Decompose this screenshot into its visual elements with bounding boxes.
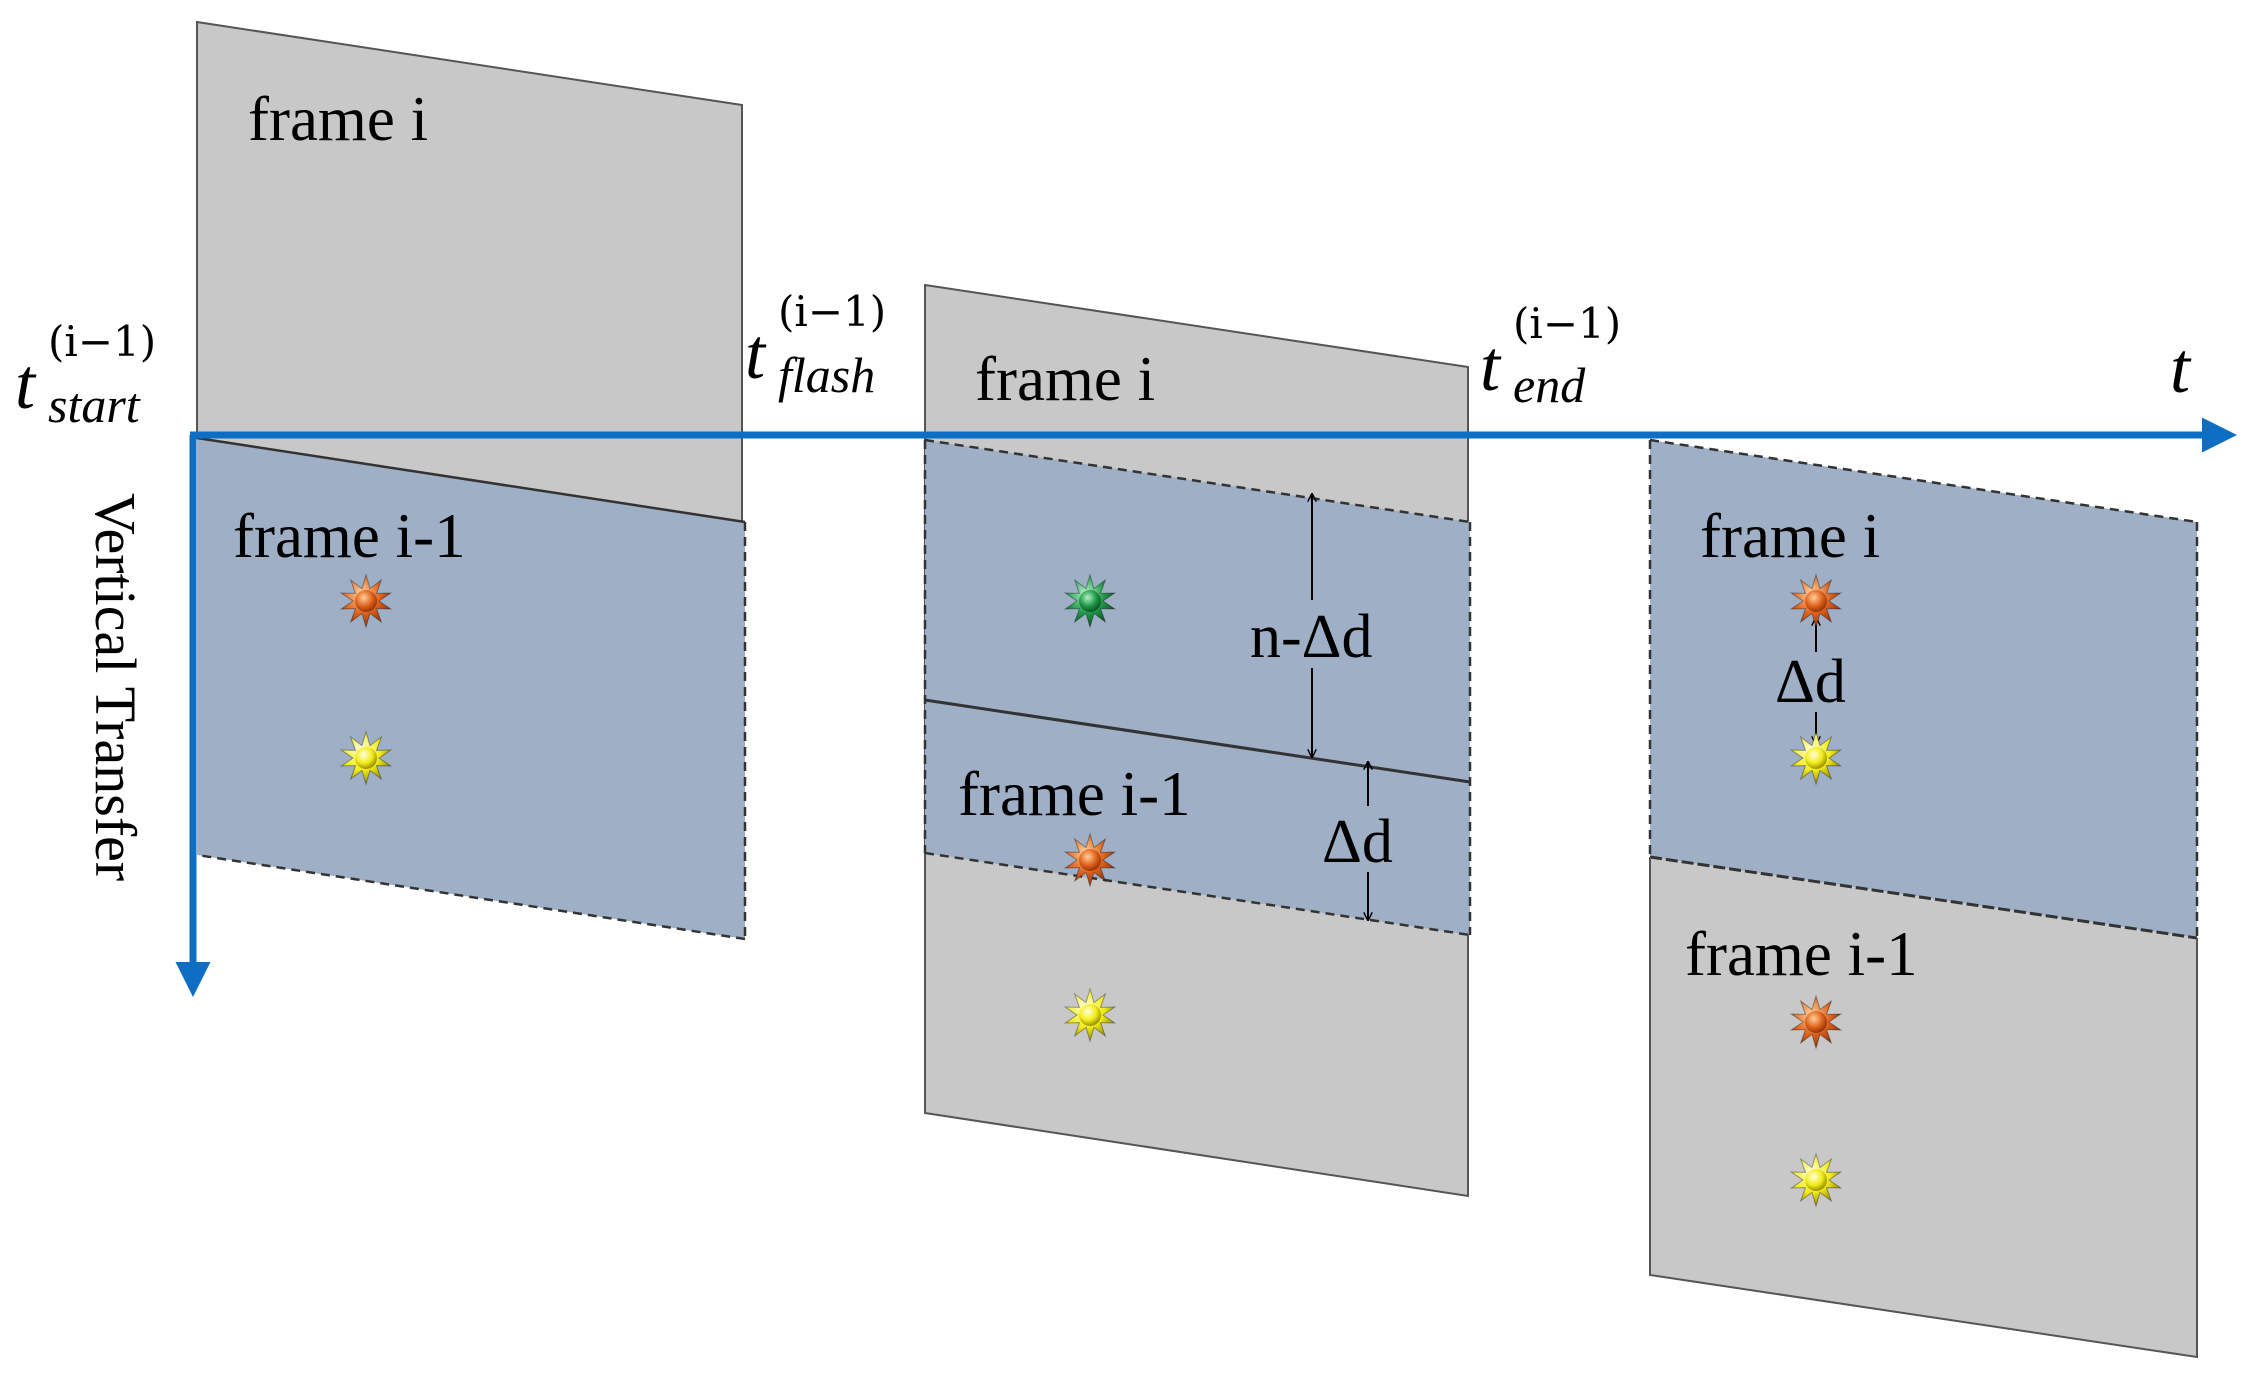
star-green-icon (1063, 573, 1117, 629)
svg-text:t: t (15, 344, 37, 424)
panel-flash: frame i frame i-1 n-Δd Δd (923, 283, 1472, 1198)
star-orange-icon (1789, 994, 1843, 1050)
axis-t-label: t (2170, 328, 2192, 408)
star-yellow-icon (1789, 1152, 1843, 1208)
svg-text:flash: flash (778, 347, 875, 403)
frame-prev-region (1650, 857, 2197, 1357)
svg-text:(i−1): (i−1) (778, 287, 886, 336)
panel-start: frame i frame i-1 (196, 20, 747, 941)
vertical-axis: Vertical Transfer (83, 435, 211, 997)
star-orange-icon (339, 573, 393, 629)
star-yellow-icon (1789, 730, 1843, 786)
shift-label: Δd (1775, 648, 1846, 716)
frame-i-label: frame i (975, 344, 1155, 414)
t-flash-label: t flash (i−1) (745, 287, 886, 403)
svg-text:end: end (1513, 357, 1586, 413)
frame-prev-label: frame i-1 (958, 759, 1191, 829)
svg-text:(i−1): (i−1) (1513, 299, 1621, 348)
star-orange-icon (1789, 573, 1843, 629)
vertical-transfer-label: Vertical Transfer (83, 493, 148, 881)
t-end-label: t end (i−1) (1480, 299, 1621, 413)
frame-i-region (1650, 440, 2197, 938)
frame-i-label: frame i (248, 84, 428, 154)
frame-prev-label: frame i-1 (1685, 919, 1918, 989)
frame-i-label: frame i (1700, 501, 1880, 571)
t-start-label: t start (i−1) (15, 317, 156, 433)
star-orange-icon (1063, 832, 1117, 888)
frame-prev-label: frame i-1 (233, 501, 466, 571)
panel-end: frame i frame i-1 Δd (1648, 438, 2199, 1359)
svg-text:t: t (1480, 326, 1502, 406)
gap-label: n-Δd (1250, 603, 1373, 671)
time-axis: t (190, 328, 2237, 453)
star-yellow-icon (1063, 987, 1117, 1043)
svg-text:start: start (48, 377, 141, 433)
svg-text:(i−1): (i−1) (48, 317, 156, 366)
shift-label: Δd (1322, 808, 1393, 876)
frame-prev-region (197, 438, 745, 939)
svg-text:t: t (745, 314, 767, 394)
star-yellow-icon (339, 730, 393, 786)
